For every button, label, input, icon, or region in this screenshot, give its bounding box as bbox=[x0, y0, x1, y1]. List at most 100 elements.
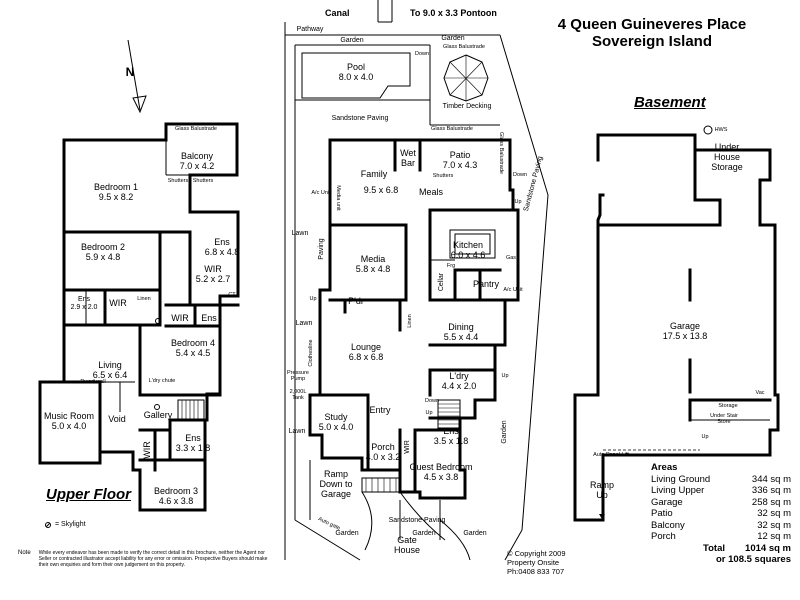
ground-room-dining: Dining 5.5 x 4.4 bbox=[444, 322, 479, 342]
room-size: 8.0 x 4.0 bbox=[338, 72, 374, 82]
property-title: 4 Queen Guineveres Place Sovereign Islan… bbox=[558, 16, 746, 50]
room-name: Ens bbox=[443, 426, 459, 436]
label-ac-unit2: A/c Unit bbox=[503, 287, 523, 293]
basement-hws: HWS bbox=[714, 127, 728, 133]
room-size: 6.8 x 6.8 bbox=[348, 352, 384, 362]
room-size: 6.8 x 4.8 bbox=[204, 247, 240, 257]
ground-room-ens: Ens 3.5 x 1.8 bbox=[434, 426, 469, 446]
label-pdr: P'dr bbox=[348, 296, 364, 306]
room-size: 3.3 x 1.8 bbox=[175, 443, 211, 453]
upper-label-void: Void bbox=[108, 414, 126, 424]
compass-arrow bbox=[127, 39, 147, 114]
area-value: 12 sq m bbox=[757, 531, 791, 542]
room-size: 4.0 x 3.2 bbox=[365, 452, 401, 462]
areas-row: Porch 12 sq m bbox=[651, 531, 791, 543]
basement-up: Up bbox=[701, 434, 709, 440]
upper-room-bedroom2: Bedroom 2 5.9 x 4.8 bbox=[81, 242, 125, 262]
upper-label-shutters1: Shutters bbox=[167, 178, 189, 184]
upper-room-balcony: Balcony 7.0 x 4.2 bbox=[180, 151, 215, 171]
room-size: 9.5 x 8.2 bbox=[98, 192, 134, 202]
area-label: Porch bbox=[651, 531, 676, 542]
ground-room-patio: Patio 7.0 x 4.3 bbox=[443, 150, 478, 170]
area-label: Garage bbox=[651, 496, 683, 508]
room-name: Pool bbox=[346, 62, 365, 72]
label-down1: Down bbox=[414, 51, 430, 57]
area-value: 336 sq m bbox=[751, 485, 791, 496]
room-name: Ens bbox=[77, 296, 91, 303]
kitchen-bench bbox=[449, 229, 496, 259]
area-value: 344 sq m bbox=[751, 473, 791, 485]
areas-heading: Areas bbox=[651, 462, 678, 473]
area-total-value: 1014 sq m bbox=[745, 542, 791, 554]
room-name: Garage bbox=[669, 321, 701, 331]
ground-stairs bbox=[437, 399, 461, 429]
room-size: 4.5 x 3.8 bbox=[423, 472, 459, 482]
note-text: While every endeavor has been made to ve… bbox=[38, 550, 268, 568]
room-size: 6.0 x 4.6 bbox=[450, 250, 486, 260]
upper-label-ldry-chute: L'dry chute bbox=[148, 378, 176, 384]
label-up2: Up bbox=[309, 296, 317, 302]
label-garden-top1: Garden bbox=[340, 37, 364, 44]
title-line-1: 4 Queen Guineveres Place bbox=[557, 16, 747, 33]
label-gate-house: Gate House bbox=[393, 535, 420, 555]
label-glass-balustrade-top: Glass Balustrade bbox=[443, 44, 485, 50]
room-name: Patio bbox=[449, 150, 471, 160]
label-cellar: Cellar bbox=[438, 272, 445, 292]
label-pathway: Pathway bbox=[296, 26, 324, 33]
room-size: 5.2 x 2.7 bbox=[195, 274, 231, 284]
label-glass-balustrade-mid2: Glass Balustrade bbox=[498, 132, 504, 174]
upper-label-glass-balustrade: Glass Balustrade bbox=[175, 126, 217, 132]
room-name: Bedroom 2 bbox=[80, 242, 126, 252]
upper-label-linen: Linen bbox=[137, 296, 151, 302]
room-size: 5.9 x 4.8 bbox=[85, 252, 121, 262]
label-sandstone-paving-bottom: Sandstone Paving bbox=[388, 517, 446, 524]
label-garden-br: Garden bbox=[463, 530, 487, 537]
room-size: 9.5 x 6.8 bbox=[363, 185, 399, 195]
room-name: L'dry bbox=[449, 371, 469, 381]
basement-vac: Vac bbox=[755, 390, 765, 396]
front-steps bbox=[361, 477, 401, 493]
label-entry: Entry bbox=[369, 405, 391, 415]
room-name: Bedroom 3 bbox=[153, 486, 199, 496]
label-shutters: Shutters bbox=[432, 173, 454, 179]
room-name: Music Room bbox=[43, 411, 95, 421]
label-garden-top2: Garden bbox=[441, 35, 465, 42]
upper-room-bedroom1: Bedroom 1 9.5 x 8.2 bbox=[94, 182, 138, 202]
label-lawn2: Lawn bbox=[295, 320, 313, 327]
upper-label-shutters2: Shutters bbox=[192, 178, 214, 184]
room-name: Guest Bedroom bbox=[409, 462, 473, 472]
copyright-text: Copyright 2009 bbox=[514, 549, 566, 558]
upper-room-ens-b3: Ens 3.3 x 1.8 bbox=[176, 433, 211, 453]
pool bbox=[301, 52, 411, 99]
driveway-ramp bbox=[294, 460, 471, 561]
room-size: 7.0 x 4.2 bbox=[179, 161, 215, 171]
copyright-line-2: Property Onsite bbox=[507, 558, 560, 567]
label-garden-right: Garden bbox=[501, 420, 508, 444]
upper-label-wir3: WIR bbox=[142, 441, 152, 459]
room-size: 7.0 x 4.3 bbox=[442, 160, 478, 170]
disclaimer-note: Note While every endeavor has been made … bbox=[18, 550, 278, 568]
area-total-label: Total bbox=[703, 542, 725, 554]
ground-room-family: Family 9.5 x 6.8 bbox=[350, 166, 399, 198]
hws-circle bbox=[703, 125, 713, 135]
label-meals: Meals bbox=[418, 187, 444, 197]
timber-decking-umbrella bbox=[429, 45, 500, 126]
room-size: 5.0 x 4.0 bbox=[51, 421, 87, 431]
upper-room-living: Living 6.5 x 6.4 bbox=[93, 360, 128, 380]
label-garden-bm: Garden bbox=[412, 530, 436, 537]
label-sandstone-paving-top: Sandstone Paving bbox=[331, 115, 389, 122]
room-size: 5.4 x 4.5 bbox=[175, 348, 211, 358]
room-name: WIR bbox=[204, 264, 222, 274]
area-value: 258 sq m bbox=[751, 496, 791, 508]
compass-north-label: N bbox=[125, 65, 135, 79]
title-line-2: Sovereign Island bbox=[591, 33, 713, 50]
label-wet-bar: Wet Bar bbox=[400, 148, 416, 168]
upper-label-ct: CT bbox=[228, 292, 236, 298]
areas-total: Total 1014 sq m bbox=[651, 543, 791, 555]
basement-under-stair-store: Under Stair Store bbox=[710, 413, 738, 425]
upper-label-ens-small: Ens bbox=[201, 313, 217, 323]
site-boundary bbox=[284, 0, 549, 561]
